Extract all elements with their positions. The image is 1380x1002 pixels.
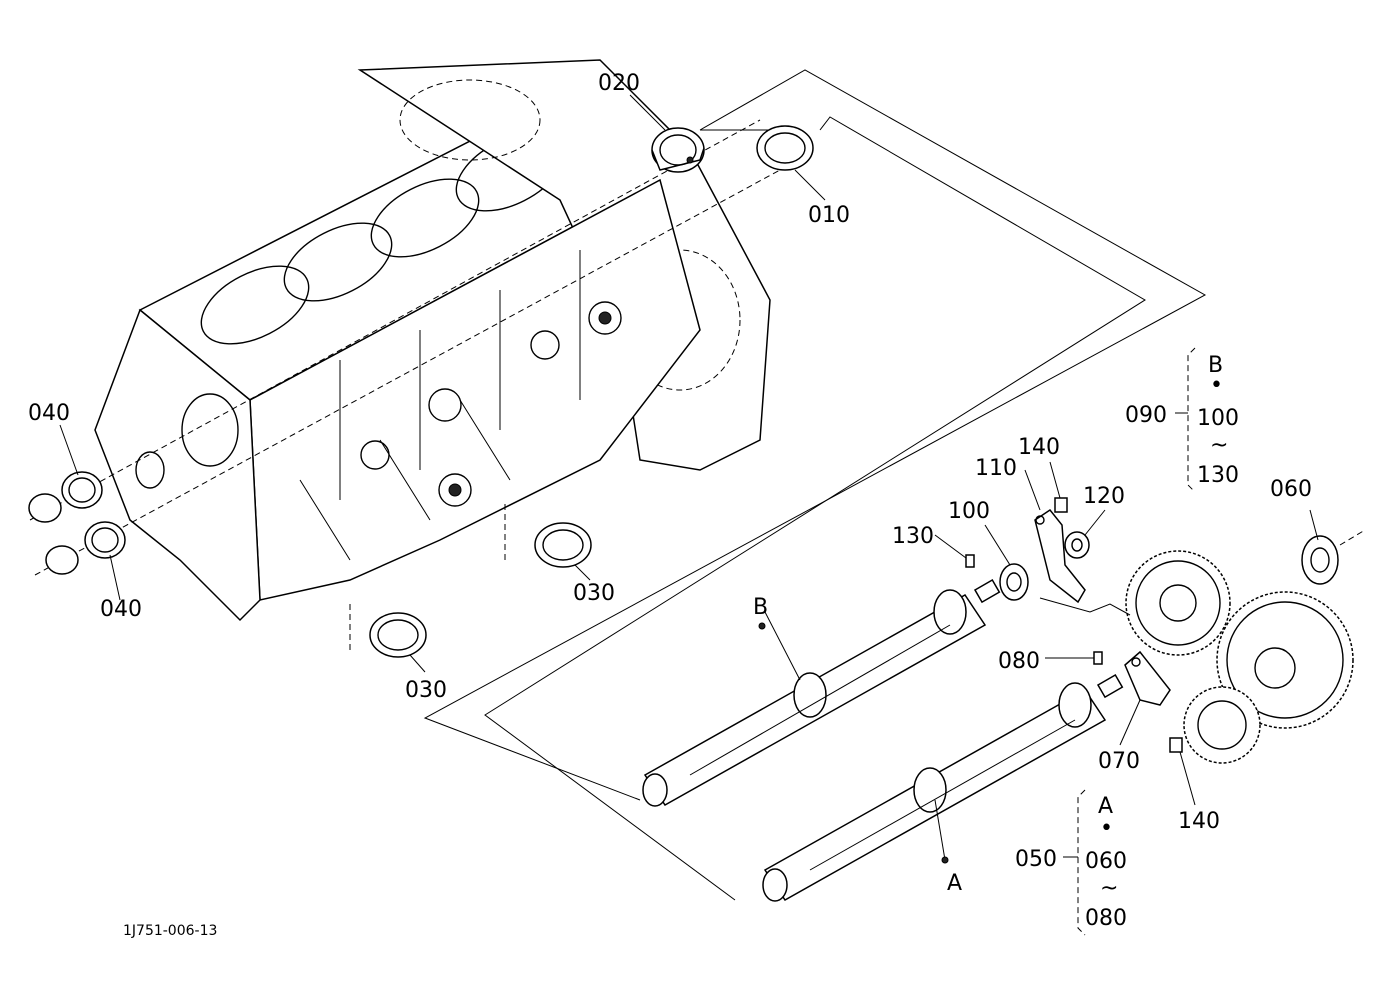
label-040-upper: 040 xyxy=(28,401,70,426)
shaft-b-marker xyxy=(758,622,766,630)
bushing-040-upper xyxy=(28,471,103,523)
group-a-bracket xyxy=(1063,789,1086,936)
leader-lines xyxy=(59,94,1319,861)
label-090: 090 xyxy=(1125,403,1167,428)
label-100: 100 xyxy=(948,499,990,524)
group-b-dot: • xyxy=(1210,373,1223,398)
group-a-tilde: ~ xyxy=(1100,876,1118,901)
drawing-reference: 1J751-006-13 xyxy=(123,923,217,939)
label-140-upper: 140 xyxy=(1018,435,1060,460)
group-b-range-start: 100 xyxy=(1197,406,1239,431)
group-a-range-end: 080 xyxy=(1085,906,1127,931)
group-a-letter: A xyxy=(1098,794,1113,819)
bolt-140-lower xyxy=(1169,737,1183,753)
label-020: 020 xyxy=(598,71,640,96)
group-b-letter: B xyxy=(1208,353,1223,378)
bushing-030-upper xyxy=(534,522,592,568)
shaft-a-marker xyxy=(941,856,949,864)
shaft-b-letter: B xyxy=(753,595,768,620)
label-050: 050 xyxy=(1015,847,1057,872)
engine-block xyxy=(94,59,771,622)
label-080: 080 xyxy=(998,649,1040,674)
group-a-range-start: 060 xyxy=(1085,849,1127,874)
bushing-020 xyxy=(651,127,705,173)
balancer-shaft-a xyxy=(762,673,1124,902)
group-b-range-end: 130 xyxy=(1197,463,1239,488)
bushing-010 xyxy=(756,125,814,171)
label-030-upper: 030 xyxy=(573,581,615,606)
bushing-040-lower xyxy=(45,521,126,575)
group-a-dot: • xyxy=(1100,816,1113,841)
idle-gear-upper xyxy=(1125,550,1231,656)
group-b-bracket xyxy=(1175,347,1196,493)
label-010: 010 xyxy=(808,203,850,228)
label-130: 130 xyxy=(892,524,934,549)
balancer-shaft-b xyxy=(642,578,1001,807)
small-gear xyxy=(1183,686,1261,764)
bushing-030-lower xyxy=(369,612,427,658)
label-060: 060 xyxy=(1270,477,1312,502)
plate-110 xyxy=(1034,508,1086,604)
label-040-lower: 040 xyxy=(100,597,142,622)
plate-070 xyxy=(1124,650,1171,706)
label-140-lower: 140 xyxy=(1178,809,1220,834)
label-030-lower: 030 xyxy=(405,678,447,703)
key-130 xyxy=(965,554,975,568)
large-gear xyxy=(1216,591,1354,729)
group-b-tilde: ~ xyxy=(1210,433,1228,458)
label-120: 120 xyxy=(1083,484,1125,509)
bearing-100 xyxy=(999,563,1029,601)
label-110: 110 xyxy=(975,456,1017,481)
shaft-a-letter: A xyxy=(947,871,962,896)
label-070: 070 xyxy=(1098,749,1140,774)
bolt-140-upper xyxy=(1054,497,1068,513)
collar-120 xyxy=(1064,531,1090,559)
bearing-060 xyxy=(1301,529,1366,585)
axis-lines xyxy=(29,119,781,650)
key-080 xyxy=(1093,651,1103,665)
